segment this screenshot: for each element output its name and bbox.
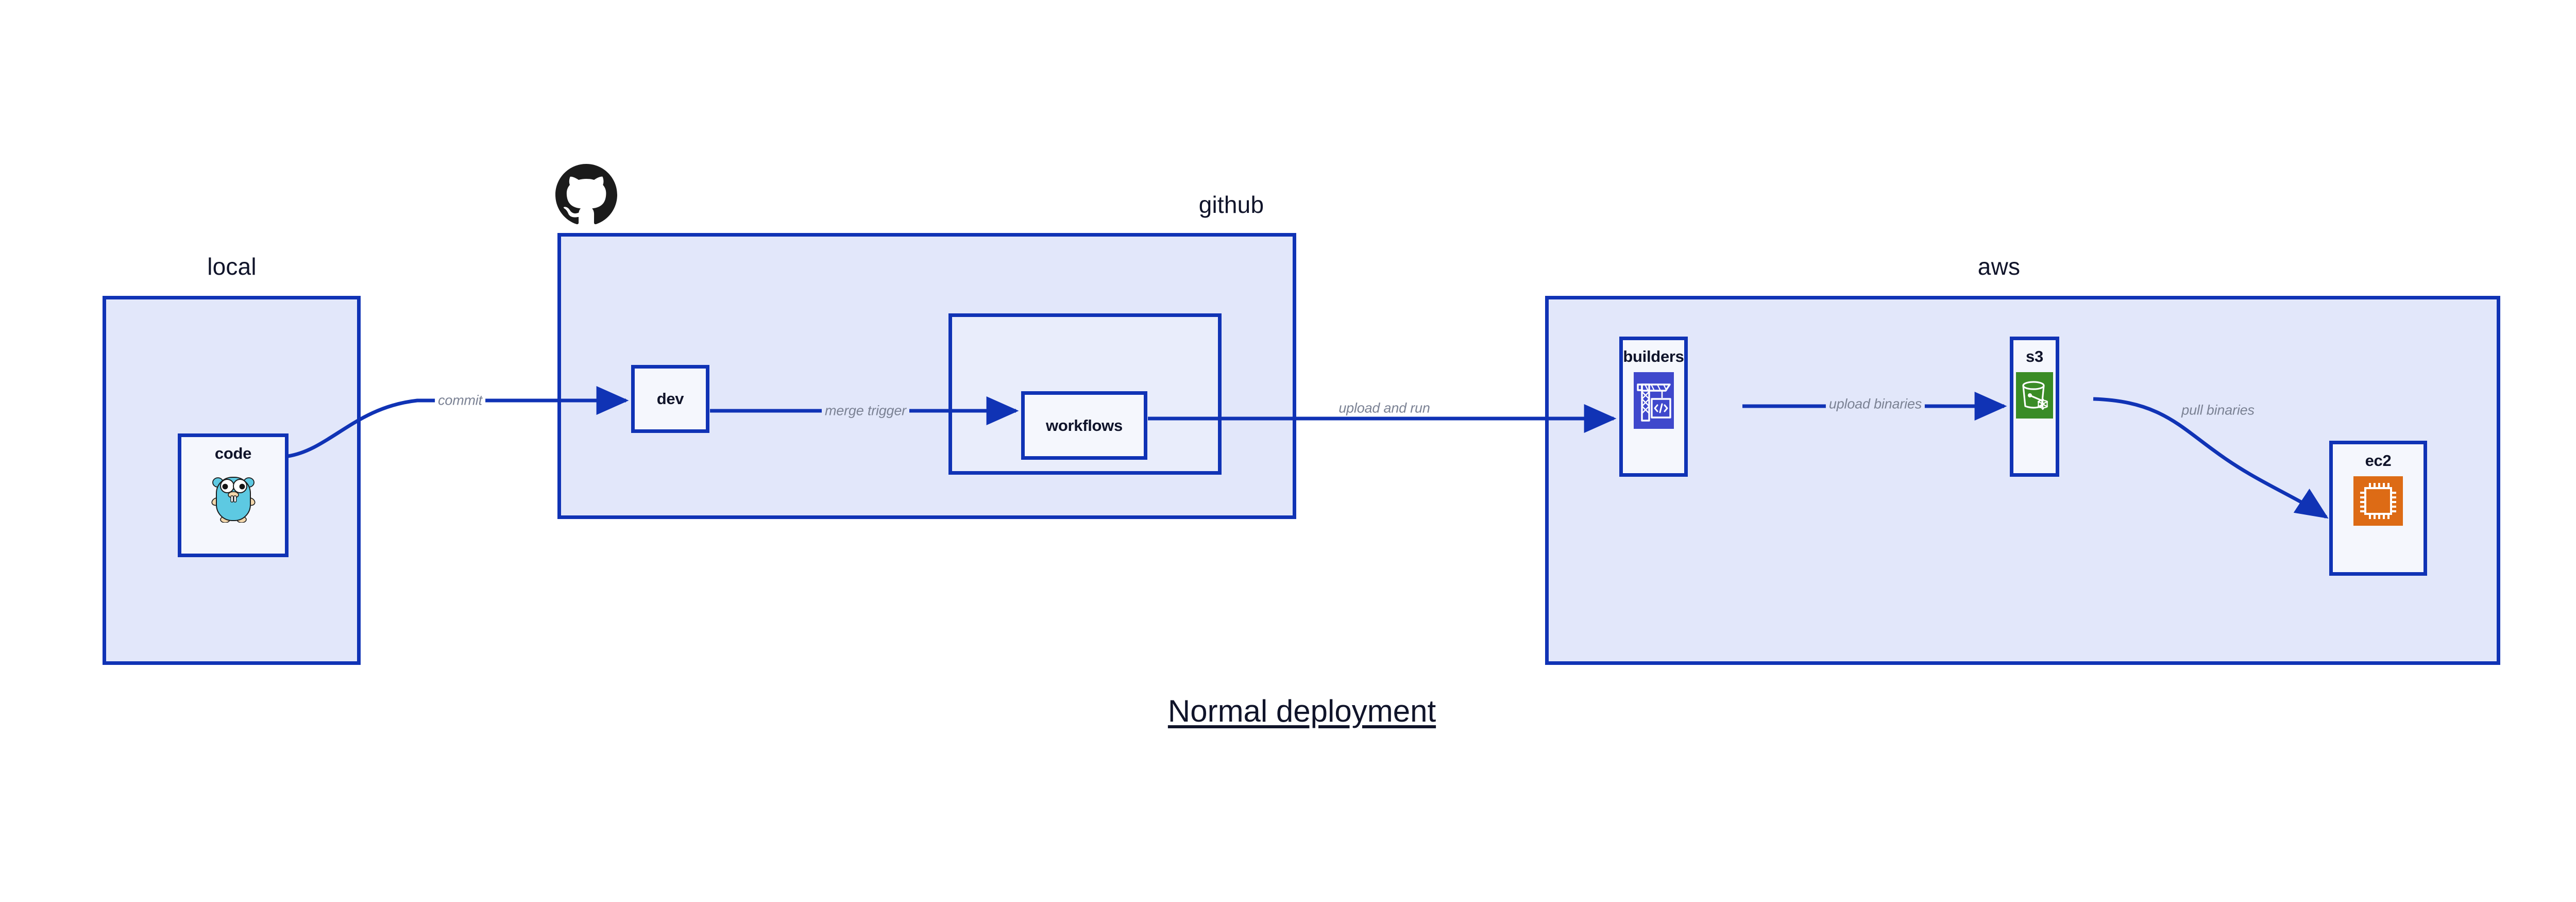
aws-codebuild-icon [1633, 372, 1674, 429]
edge-label-commit: commit [435, 392, 485, 409]
node-workflows[interactable]: workflows [1021, 391, 1147, 460]
node-label-dev: dev [656, 390, 684, 408]
group-label-aws: aws [1977, 253, 2021, 280]
node-label-ec2: ec2 [2365, 452, 2392, 470]
edge-label-pull-binaries: pull binaries [2178, 402, 2258, 419]
edge-label-upload-binaries: upload binaries [1825, 396, 1925, 412]
node-code[interactable]: code [178, 433, 289, 557]
node-ec2[interactable]: ec2 [2329, 441, 2427, 576]
aws-ec2-icon [2353, 476, 2403, 526]
node-label-builders: builders [1623, 347, 1684, 365]
node-label-s3: s3 [2026, 347, 2043, 365]
node-label-workflows: workflows [1046, 416, 1123, 435]
diagram-title: Normal deployment [1167, 694, 1436, 728]
aws-s3-glacier-icon [2016, 372, 2053, 419]
group-label-local: local [207, 253, 257, 280]
edge-label-upload-and-run: upload and run [1335, 400, 1433, 416]
node-s3[interactable]: s3 [2010, 337, 2059, 477]
edge-label-merge-trigger: merge trigger [822, 403, 909, 419]
github-octocat-logo [555, 164, 617, 226]
group-label-github: github [1198, 191, 1264, 218]
go-gopher-icon [211, 469, 256, 523]
node-dev[interactable]: dev [631, 365, 709, 433]
node-label-code: code [214, 444, 252, 462]
node-builders[interactable]: builders [1619, 337, 1688, 477]
